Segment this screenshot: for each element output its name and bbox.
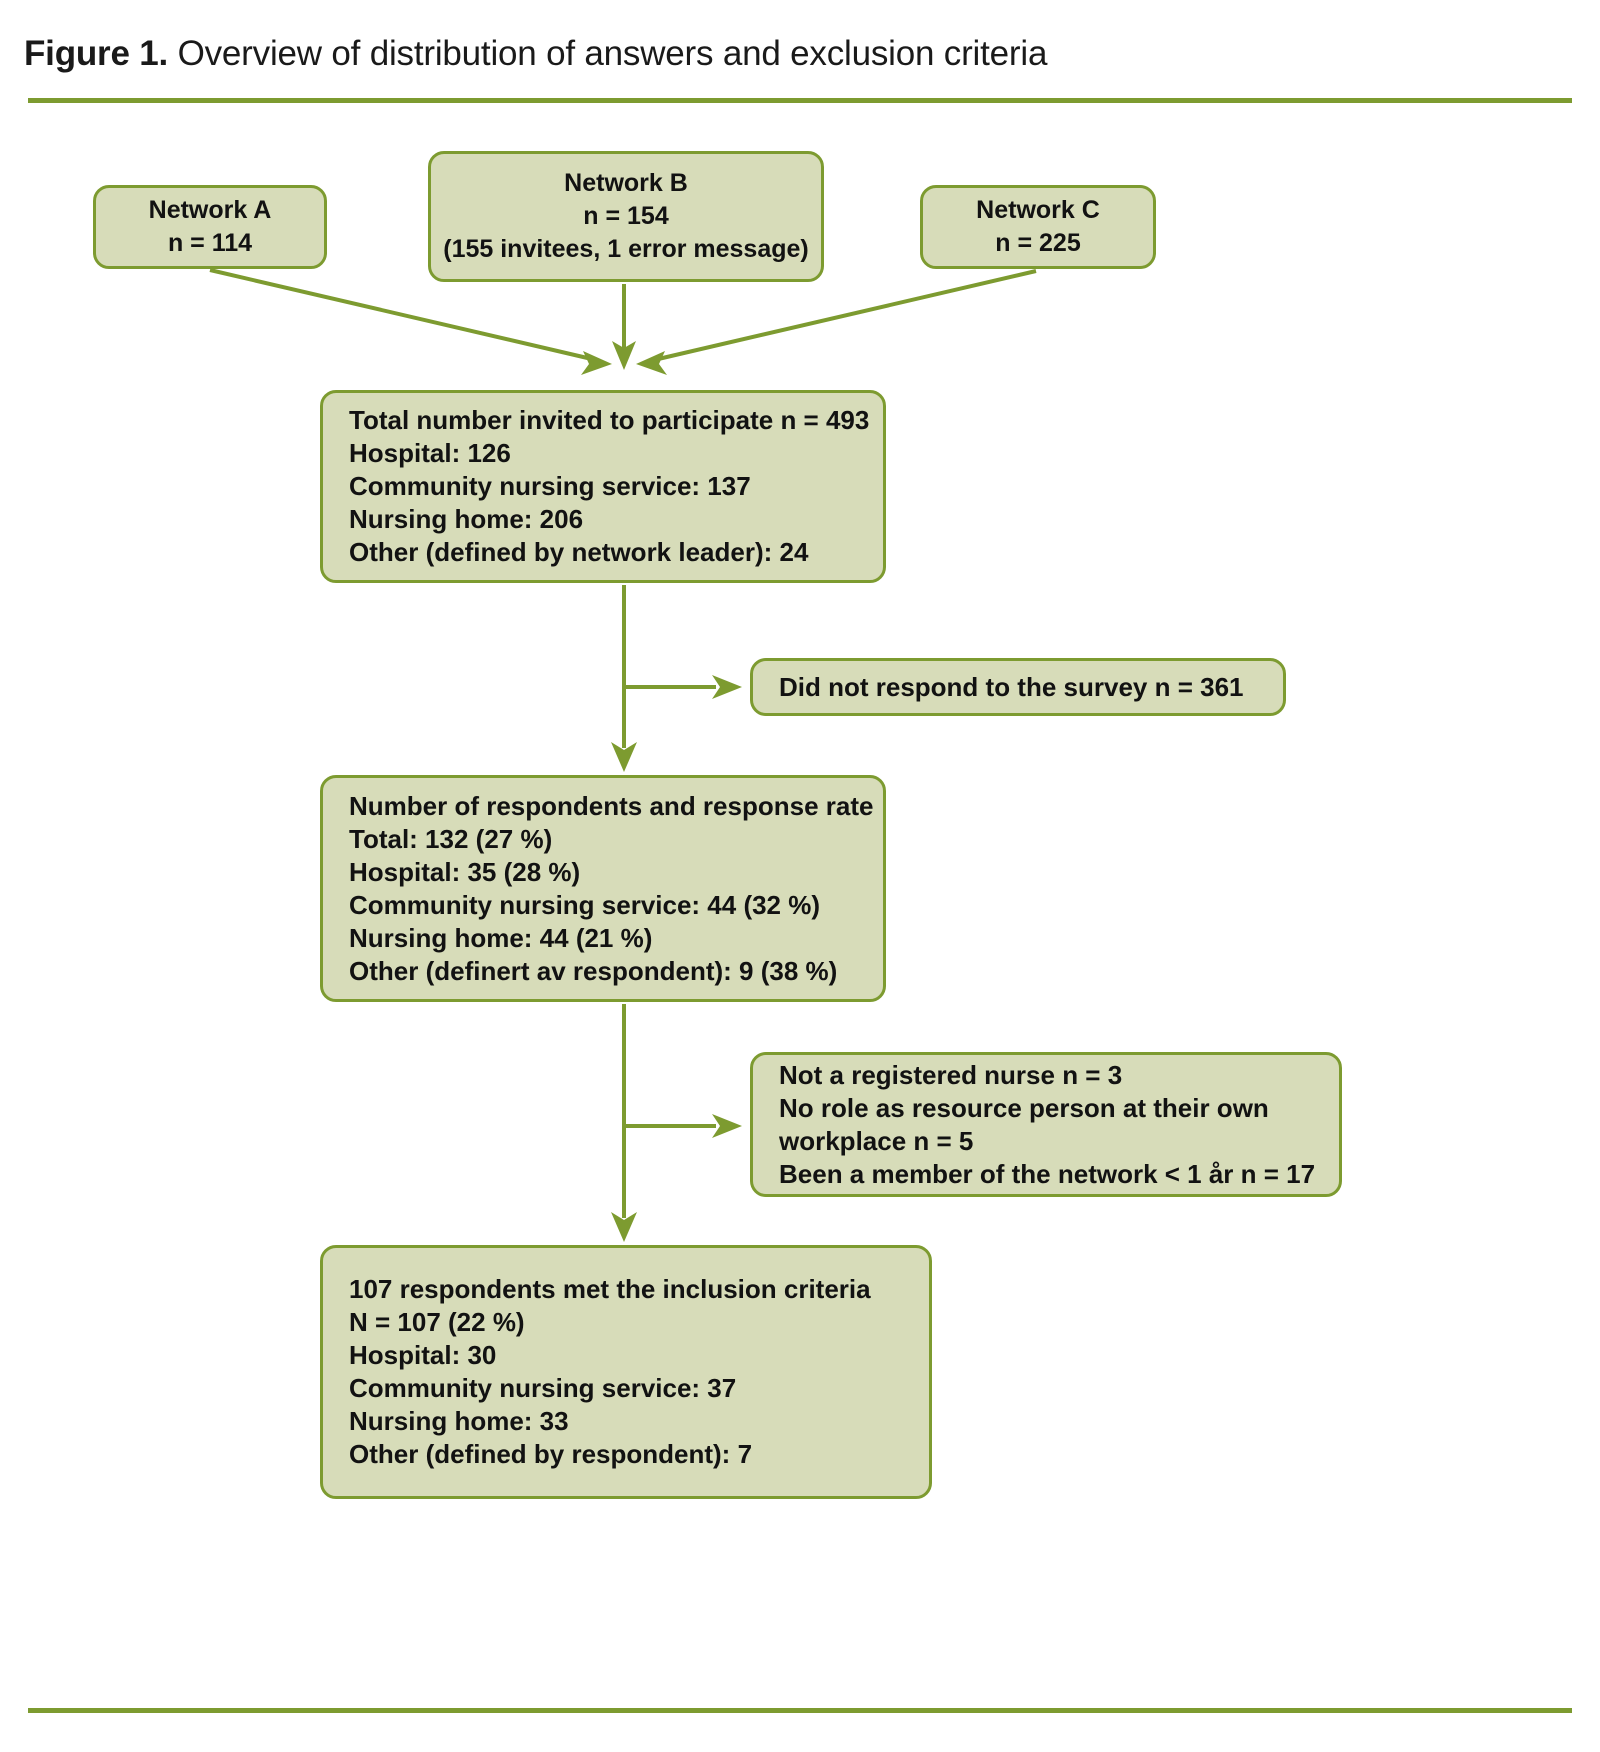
figure-label: Figure 1. xyxy=(24,34,169,73)
node-no-response[interactable]: Did not respond to the survey n = 361 xyxy=(750,658,1286,716)
node-network-c[interactable]: Network C n = 225 xyxy=(920,185,1156,269)
node-network-a-line-2: n = 114 xyxy=(167,229,253,257)
figure-caption: Overview of distribution of answers and … xyxy=(177,34,1048,73)
node-network-b-line-2: n = 154 xyxy=(583,202,669,230)
node-included-line-5: Nursing home: 33 xyxy=(349,1406,569,1436)
edge-network-c-to-total xyxy=(636,269,1037,375)
node-total-invited-line-5: Other (defined by network leader): 24 xyxy=(349,537,809,567)
edge-network-b-to-total xyxy=(612,284,636,370)
node-exclusions-line-2: No role as resource person at their own xyxy=(779,1092,1269,1123)
node-network-a-line-1: Network A xyxy=(148,196,272,224)
node-total-invited-line-2: Hospital: 126 xyxy=(349,438,511,468)
node-respondents-line-3: Hospital: 35 (28 %) xyxy=(349,856,581,887)
node-included[interactable]: 107 respondents met the inclusion criter… xyxy=(320,1245,932,1499)
node-total-invited[interactable]: Total number invited to participate n = … xyxy=(320,390,886,583)
edge-respondents-to-exclusions xyxy=(624,1114,742,1138)
node-total-invited-line-1: Total number invited to participate n = … xyxy=(349,405,870,435)
node-network-c-line-2: n = 225 xyxy=(995,229,1081,257)
edge-total-to-no-response xyxy=(624,675,742,699)
node-no-response-line-1: Did not respond to the survey n = 361 xyxy=(779,671,1244,702)
node-network-b[interactable]: Network B n = 154 (155 invitees, 1 error… xyxy=(428,151,824,282)
node-exclusions-line-3: workplace n = 5 xyxy=(779,1125,974,1156)
node-network-b-line-3: (155 invitees, 1 error message) xyxy=(443,235,809,263)
node-respondents-line-2: Total: 132 (27 %) xyxy=(349,823,553,854)
node-respondents-line-6: Other (definert av respondent): 9 (38 %) xyxy=(349,955,838,986)
node-included-line-3: Hospital: 30 xyxy=(349,1340,497,1370)
node-total-invited-line-3: Community nursing service: 137 xyxy=(349,471,751,501)
node-network-b-line-1: Network B xyxy=(564,169,688,197)
node-exclusions-line-1: Not a registered nurse n = 3 xyxy=(779,1059,1123,1090)
node-included-line-1: 107 respondents met the inclusion criter… xyxy=(349,1274,871,1304)
node-included-line-6: Other (defined by respondent): 7 xyxy=(349,1439,753,1469)
edge-total-to-respondents xyxy=(611,585,637,772)
node-network-c-line-1: Network C xyxy=(976,196,1100,224)
top-divider xyxy=(28,98,1572,103)
edge-network-a-to-total xyxy=(209,268,612,375)
node-total-invited-line-4: Nursing home: 206 xyxy=(349,504,584,534)
node-respondents[interactable]: Number of respondents and response rate … xyxy=(320,775,886,1002)
node-included-line-2: N = 107 (22 %) xyxy=(349,1307,525,1337)
edge-respondents-to-included xyxy=(611,1004,637,1242)
node-respondents-line-1: Number of respondents and response rate xyxy=(349,790,874,821)
node-respondents-line-5: Nursing home: 44 (21 %) xyxy=(349,922,653,953)
node-respondents-line-4: Community nursing service: 44 (32 %) xyxy=(349,889,821,920)
node-network-a[interactable]: Network A n = 114 xyxy=(93,185,327,269)
node-exclusions[interactable]: Not a registered nurse n = 3 No role as … xyxy=(750,1052,1342,1197)
node-included-line-4: Community nursing service: 37 xyxy=(349,1373,737,1403)
bottom-divider xyxy=(28,1708,1572,1713)
node-exclusions-line-4: Been a member of the network < 1 år n = … xyxy=(779,1158,1316,1189)
page-title: Figure 1. Overview of distribution of an… xyxy=(24,32,1047,76)
